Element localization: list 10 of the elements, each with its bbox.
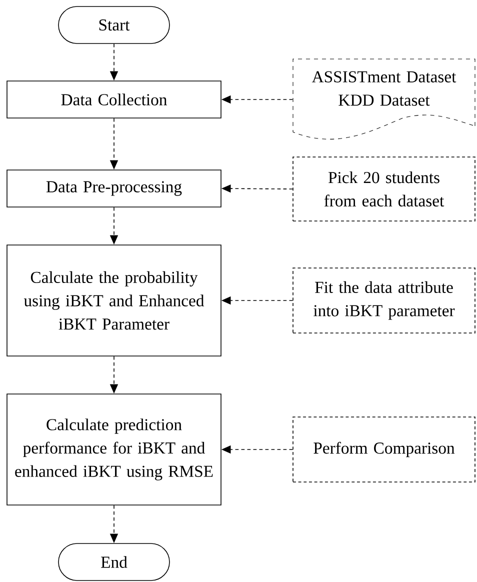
document-shape: ASSISTment Dataset KDD Dataset	[292, 58, 476, 140]
start-terminal: Start	[58, 6, 170, 44]
input-box: Fit the data attribute into iBKT parameter	[292, 268, 476, 334]
input-box: Pick 20 students from each dataset	[292, 156, 476, 222]
process-box: Data Pre-processing	[6, 170, 222, 208]
process-box: Data Collection	[6, 80, 222, 118]
process-box: Calculate the probability using iBKT and Enhanced iBKT Parameter	[6, 244, 222, 356]
end-terminal: End	[58, 543, 170, 581]
input-box: Perform Comparison	[292, 416, 476, 482]
process-box: Calculate prediction performance for iBKT and enhanced iBKT using RMSE	[6, 394, 222, 506]
